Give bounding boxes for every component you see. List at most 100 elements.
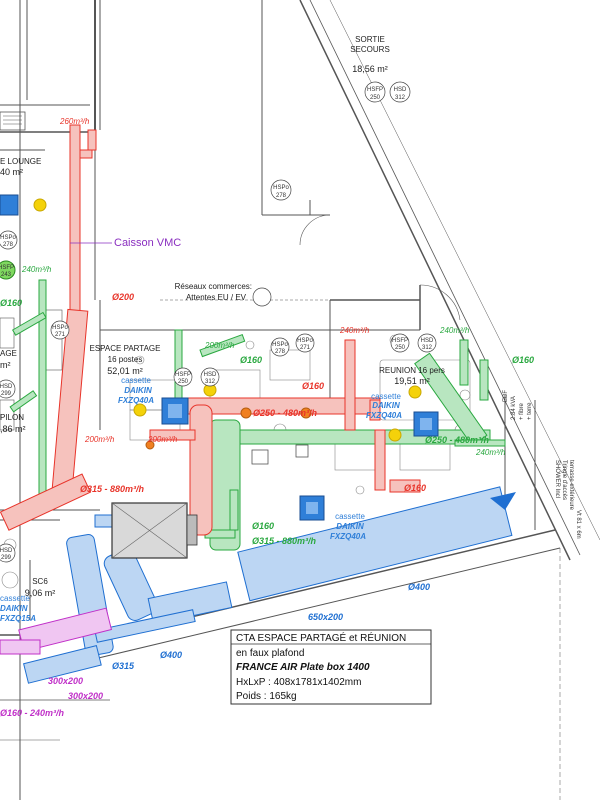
duct-label: Ø250 - 480m³/h [425, 435, 490, 445]
duct-label: Ø160 [512, 355, 534, 365]
lounge-area: 40 m² [0, 167, 23, 177]
cassette-unit-2 [299, 495, 325, 521]
sensor-value: 271 [55, 332, 66, 338]
cassette-unit-1 [161, 397, 189, 425]
cassette-brand: DAIKIN [336, 522, 364, 531]
cta-unit [111, 502, 198, 559]
edge-note: SHOWER Incl [554, 460, 560, 498]
duct-label: Ø160 [404, 483, 426, 493]
side-note: + fibre [519, 402, 525, 420]
sensor-value: 278 [3, 242, 14, 248]
sensor-value: 278 [275, 349, 286, 355]
sensor-value: 250 [370, 95, 381, 101]
cassette-unit-3 [413, 411, 439, 437]
espace-area: 52,01 m² [107, 366, 143, 376]
sensor-value: 278 [276, 193, 287, 199]
sensor-label: HSD [0, 384, 13, 390]
reunion-area: 19,51 m² [394, 376, 430, 386]
sensor-value: 312 [205, 379, 216, 385]
cta-info-box: CTA ESPACE PARTAGÉ et RÉUNION en faux pl… [230, 629, 432, 705]
sc6-area: 9,06 m² [25, 588, 56, 598]
lounge-name: E LOUNGE [0, 157, 41, 166]
sensor-label: HSFP [175, 372, 191, 378]
cta-weight: Poids : 165kg [236, 691, 297, 702]
sensor-label: HSD [394, 87, 407, 93]
fresh-air-ducts-blue [23, 486, 513, 684]
sensor-label: HSPo [273, 185, 289, 191]
fresh-air-arrow-icon [490, 492, 516, 510]
sensor-label: HSPo [297, 338, 313, 344]
reseaux-label: Réseaux commerces: [175, 282, 252, 291]
pilon-area: ,86 m² [0, 424, 26, 434]
cassette-model: FXZQ40A [330, 532, 366, 541]
sensor-label: HSPo [272, 342, 288, 348]
side-note: + terre [527, 402, 533, 420]
edge-note: Vt 81 x 6m [575, 510, 581, 539]
sensor-value: 312 [395, 95, 406, 101]
duct-label: Ø160 [252, 521, 274, 531]
cassette-label: cassette [121, 376, 151, 385]
duct-label: Ø315 - 880m³/h [80, 484, 145, 494]
duct-label: 300x200 [48, 676, 83, 686]
sortie-label-2: SECOURS [350, 45, 390, 54]
cassette-label: cassette [0, 594, 30, 603]
sensor-value: 250 [178, 379, 189, 385]
sensor-label: HSFP [0, 265, 14, 271]
duct-label: Ø160 [0, 298, 22, 308]
cassette-label: cassette [371, 392, 401, 401]
sensors [0, 81, 437, 563]
cassette-model: FXZQ15A [0, 614, 36, 623]
duct-label: Ø160 [302, 381, 324, 391]
cassette-label: cassette [335, 512, 365, 521]
duct-label: Ø160 [240, 355, 262, 365]
reseaux-sublabel: Attentes EU / EV [186, 293, 247, 302]
duct-label: Ø315 - 880m³/h [252, 536, 317, 546]
sensor-value: 271 [300, 345, 311, 351]
cta-dimensions: HxLxP : 408x1781x1402mm [236, 677, 361, 688]
sensor-label: HSFP [392, 338, 408, 344]
duct-label: 200m³/h [147, 435, 178, 444]
sensor-value: 250 [395, 345, 406, 351]
cassette-brand: DAIKIN [372, 401, 400, 410]
green-sensor-icon [0, 260, 16, 280]
supply-ducts-red [0, 124, 421, 536]
duct-label: 200m³/h [84, 435, 115, 444]
sensor-value: 299 [1, 391, 12, 397]
sensor-label: HSD [0, 548, 13, 554]
edge-note: Tringle d'accès [561, 460, 567, 500]
duct-label: 200m³/h [204, 341, 235, 350]
cassette-brand: DAIKIN [124, 386, 152, 395]
cta-location: en faux plafond [236, 648, 304, 659]
edge-note: terrasse extérieure [568, 460, 574, 511]
duct-label: Ø400 [408, 582, 430, 592]
age-area: m² [0, 360, 11, 370]
cassette-unit-4 [0, 194, 19, 216]
duct-label: 240m³/h [439, 326, 470, 335]
side-note: 2.84 kVA [511, 396, 517, 420]
sensor-value: 299 [1, 555, 12, 561]
sensor-label: HSFP [367, 87, 383, 93]
espace-postes: 16 postes [108, 355, 143, 364]
pilon-name: PILON [0, 413, 24, 422]
duct-label: 650x200 [308, 612, 343, 622]
espace-name: ESPACE PARTAGE [90, 344, 161, 353]
age-name: AGE [0, 349, 17, 358]
duct-label: Ø160 - 240m³/h [0, 708, 65, 718]
sensor-label: HSPo [0, 235, 16, 241]
caisson-label: Caisson VMC [114, 237, 181, 249]
sensor-value: 312 [422, 345, 433, 351]
cassette-model: FXZQ40A [366, 411, 402, 420]
cta-title: CTA ESPACE PARTAGÉ et RÉUNION [236, 631, 406, 644]
duct-label: 240m³/h [339, 326, 370, 335]
duct-label: Ø200 [112, 292, 134, 302]
sortie-area: 18,56 m² [352, 64, 388, 74]
duct-label: Ø400 [160, 650, 182, 660]
cassette-model: FXZQ40A [118, 396, 154, 405]
cassette-brand: DAIKIN [0, 604, 28, 613]
duct-label: 300x200 [68, 691, 103, 701]
exhaust-ducts-magenta [0, 607, 113, 655]
duct-label: 240m³/h [475, 448, 506, 457]
sensor-label: HSD [204, 372, 217, 378]
cta-model: FRANCE AIR Plate box 1400 [236, 662, 370, 673]
